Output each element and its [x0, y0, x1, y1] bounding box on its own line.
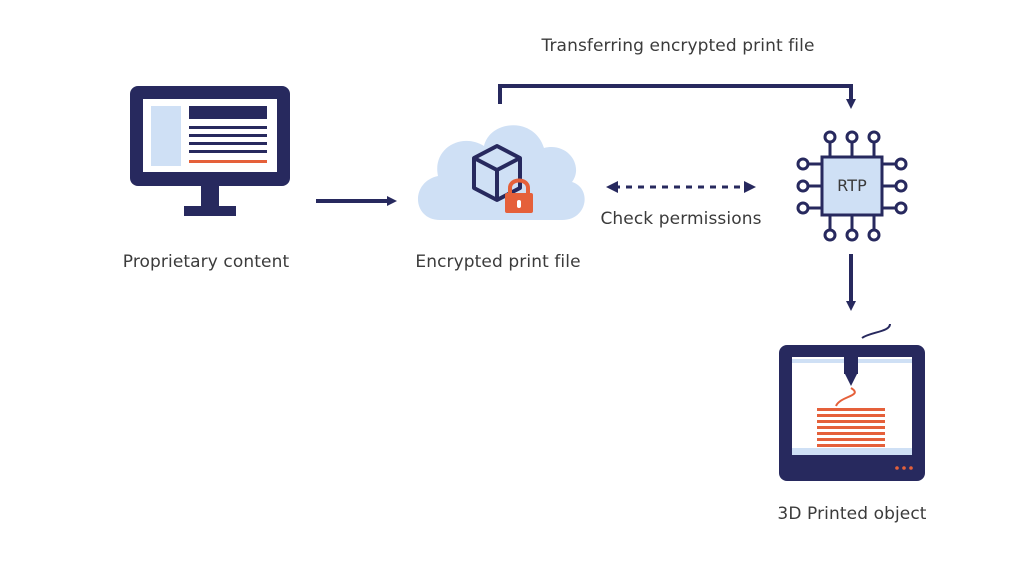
cloud-icon — [417, 125, 585, 220]
padlock-icon — [505, 178, 533, 213]
label-rtp: RTP — [837, 176, 867, 195]
cube-icon — [472, 144, 522, 202]
monitor-icon — [130, 86, 290, 216]
arrowhead-left — [606, 181, 618, 193]
label-3d-printed-object: 3D Printed object — [777, 504, 927, 524]
label-encrypted-print-file: Encrypted print file — [415, 252, 581, 272]
label-transferring: Transferring encrypted print file — [541, 36, 815, 56]
arrow-transfer — [498, 84, 856, 109]
label-proprietary-content: Proprietary content — [122, 252, 290, 272]
3d-printer-icon — [779, 323, 925, 481]
chip-icon — [796, 130, 908, 242]
label-check-permissions: Check permissions — [600, 209, 762, 229]
arrowhead-right — [744, 181, 756, 193]
